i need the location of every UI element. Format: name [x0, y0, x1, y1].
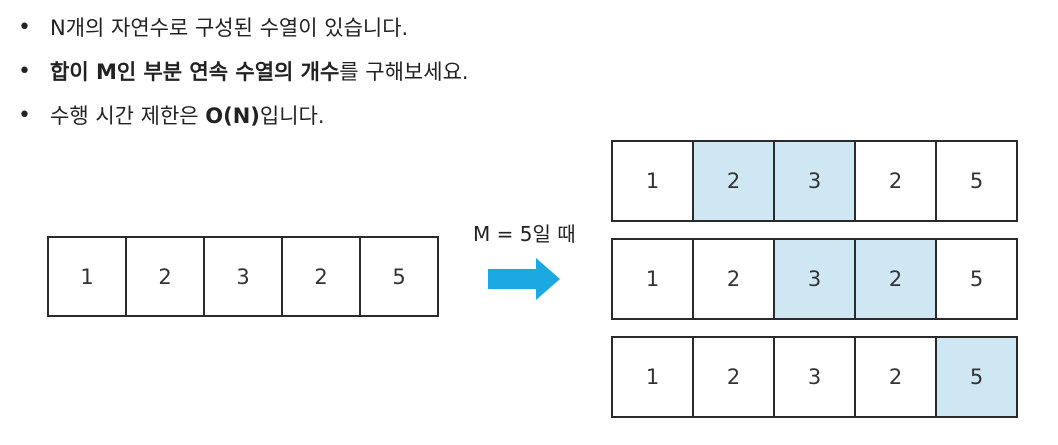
- bullet-time-limit: • 수행 시간 제한은 O(N)입니다.: [18, 94, 1038, 138]
- bullet-bold-text: 합이 M인 부분 연속 수열의 개수: [50, 60, 340, 84]
- highlighted-sequence-cell: 5: [937, 338, 1018, 416]
- problem-description: • N개의 자연수로 구성된 수열이 있습니다. • 합이 M인 부분 연속 수…: [18, 6, 1038, 138]
- sequence-cell: 2: [694, 338, 775, 416]
- sequence-cell: 1: [613, 142, 694, 220]
- sequence-cell: 3: [775, 338, 856, 416]
- bullet-dot: •: [18, 59, 31, 84]
- sequence-cell: 2: [694, 240, 775, 318]
- sequence-cell: 5: [937, 142, 1018, 220]
- result-sequence-2: 1 2 3 2 5: [611, 238, 1018, 320]
- highlighted-sequence-cell: 3: [775, 240, 856, 318]
- sequence-cell: 2: [127, 238, 205, 315]
- bullet-text: 를 구해보세요.: [339, 60, 469, 84]
- sequence-cell: 2: [283, 238, 361, 315]
- bullet-text-suffix: 입니다.: [259, 104, 325, 128]
- right-arrow-icon: [488, 258, 560, 300]
- result-sequence-1: 1 2 3 2 5: [611, 140, 1018, 222]
- sequence-cell: 1: [613, 338, 694, 416]
- sequence-cell: 3: [205, 238, 283, 315]
- highlighted-sequence-cell: 3: [775, 142, 856, 220]
- result-sequence-3: 1 2 3 2 5: [611, 336, 1018, 418]
- bullet-dot: •: [18, 15, 31, 40]
- sequence-cell: 5: [361, 238, 439, 315]
- sequence-cell: 5: [937, 240, 1018, 318]
- input-sequence: 1 2 3 2 5: [47, 236, 439, 317]
- bullet-text: N개의 자연수로 구성된 수열이 있습니다.: [50, 16, 409, 40]
- bullet-text: 수행 시간 제한은: [50, 104, 206, 128]
- bullet-bold-text: O(N): [205, 104, 260, 128]
- highlighted-sequence-cell: 2: [856, 240, 937, 318]
- sequence-cell: 2: [856, 338, 937, 416]
- arrow-shape: [488, 258, 560, 300]
- bullet-sequence-description: • N개의 자연수로 구성된 수열이 있습니다.: [18, 6, 1038, 50]
- sequence-cell: 2: [856, 142, 937, 220]
- bullet-dot: •: [18, 103, 31, 128]
- sequence-cell: 1: [49, 238, 127, 315]
- highlighted-sequence-cell: 2: [694, 142, 775, 220]
- condition-label: M = 5일 때: [473, 222, 576, 246]
- bullet-task: • 합이 M인 부분 연속 수열의 개수를 구해보세요.: [18, 50, 1038, 94]
- sequence-cell: 1: [613, 240, 694, 318]
